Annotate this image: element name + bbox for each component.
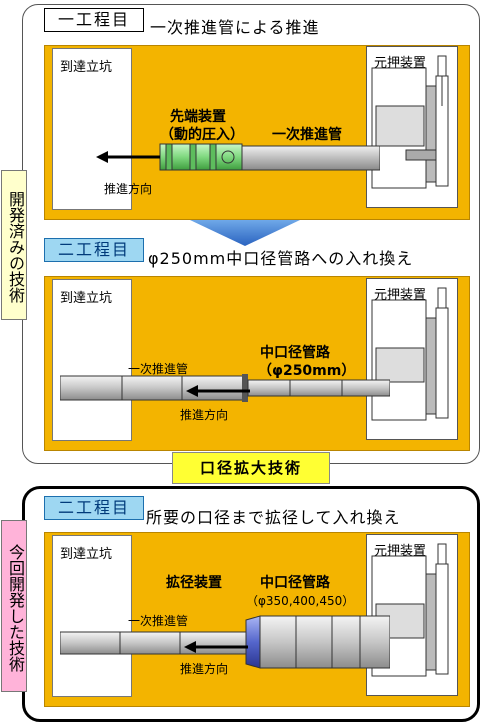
side-label-current: 今回開発した技術 [1,520,27,692]
stage3-mid-pipe-label: 中口径管路 [260,575,330,591]
stage3-tag: 二工程目 [44,496,144,520]
stage3-mid-pipe-sublabel: （φ350,400,450） [246,594,355,608]
stage1-pipe-label: 一次推進管 [272,127,342,143]
stage2-mid-pipe-label: 中口径管路 [260,345,330,361]
stage2-direction-label: 推進方向 [180,408,229,422]
stage2-arrival-pit [52,279,132,441]
stage1-machine-drawing [371,55,449,189]
stage1-tag: 一工程目 [44,8,144,32]
stage2-title: φ250mm中口径管路への入れ換え [148,249,414,268]
stage2-pit-label: 到達立坑 [60,291,113,306]
arrow-left-icon [96,151,160,163]
band-label: 口径拡大技術 [199,459,302,477]
stage1-equipment-label: 元押装置 [374,56,427,71]
arrow-left-icon [184,641,248,653]
stage1-tip-label: 先端装置 [170,109,226,125]
stage3-expander-label: 拡径装置 [166,575,222,591]
stage2-mid-pipe-sublabel: （φ250mm） [258,363,356,379]
down-arrow-icon [190,220,300,246]
stage1-pipe-assembly [159,143,380,171]
stage2-pipe-assembly [60,374,390,402]
stage1-title: 一次推進管による推進 [150,18,320,37]
stage3-direction-label: 推進方向 [180,662,229,676]
stage2-machine-drawing [371,287,449,421]
stage2-tag: 二工程目 [44,238,144,262]
stage1-pit-label: 到達立坑 [60,60,113,75]
stage3-arrival-pit [52,535,132,697]
side-label-developed-text: 開発済みの技術 [6,191,25,303]
diameter-expansion-band: 口径拡大技術 [172,452,330,484]
stage1-direction-label: 推進方向 [104,182,153,196]
stage3-pit-label: 到達立坑 [60,547,113,562]
stage2-primary-pipe-label: 一次推進管 [128,362,189,376]
stage3-title: 所要の口径まで拡径して入れ換え [146,508,401,527]
side-label-developed: 開発済みの技術 [1,170,27,320]
stage1-tip-sublabel: （動的圧入） [160,127,244,143]
arrow-left-icon [186,385,250,397]
stage3-primary-pipe-label: 一次推進管 [128,614,189,628]
stage3-equipment-label: 元押装置 [374,544,427,559]
stage2-equipment-label: 元押装置 [374,288,427,303]
side-label-current-text: 今回開発した技術 [6,544,25,672]
stage1-arrival-pit [52,48,132,210]
